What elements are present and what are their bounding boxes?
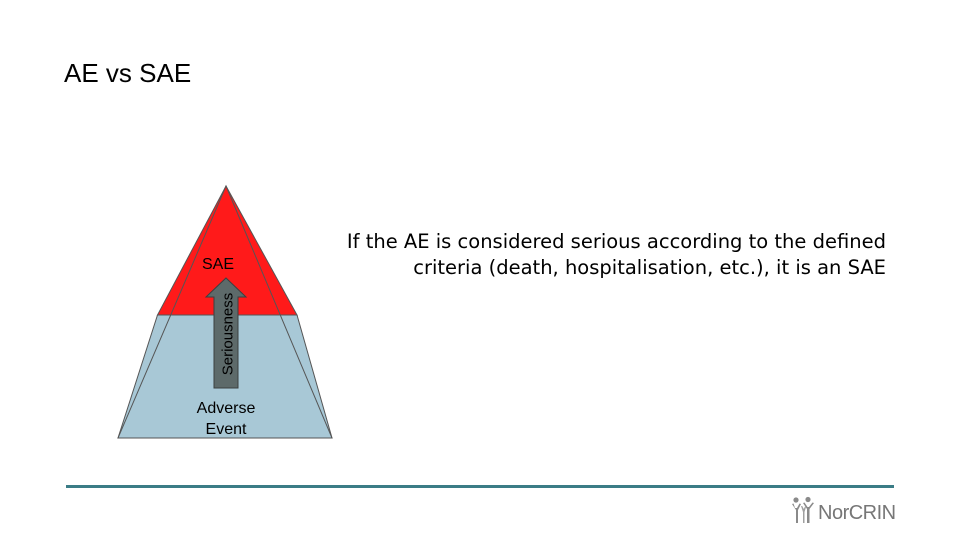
footer-divider <box>66 485 894 488</box>
seriousness-arrow-icon <box>204 277 248 389</box>
sae-description-line1: If the AE is considered serious accordin… <box>346 230 886 253</box>
logo-text: NorCRIN <box>818 502 896 524</box>
sae-label: SAE <box>202 256 235 273</box>
pyramid-outline <box>117 184 333 439</box>
sae-description-line2: criteria (death, hospitalisation, etc.),… <box>413 256 886 279</box>
norcrin-logo: NorCRIN <box>790 496 896 524</box>
sae-description: If the AE is considered serious accordin… <box>286 229 886 281</box>
adverse-event-label: Adverse Event <box>186 398 266 440</box>
adverse-event-label-line2: Event <box>205 421 247 438</box>
adverse-event-label-line1: Adverse <box>196 400 256 417</box>
seriousness-label: Seriousness <box>219 292 237 376</box>
slide-title: AE vs SAE <box>64 58 192 88</box>
people-figures-icon <box>792 496 814 523</box>
